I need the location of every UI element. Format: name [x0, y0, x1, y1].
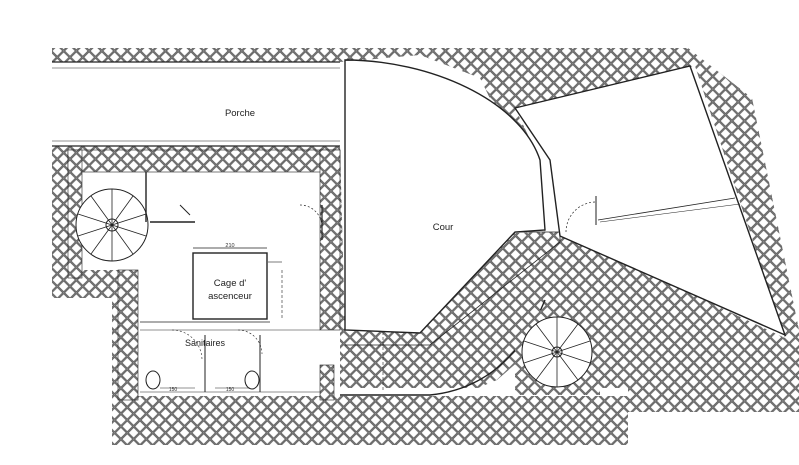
- cour-label: Cour: [433, 222, 454, 233]
- porche-area: [52, 61, 340, 147]
- elevator-cage: [192, 247, 283, 320]
- sanitaires-area: [140, 321, 320, 393]
- masonry-walls: [52, 48, 799, 445]
- cour-outline: [344, 59, 561, 346]
- spiral-stair-left: [75, 172, 195, 262]
- elevator-label-line1: Cage d': [214, 278, 247, 289]
- wc-left-dimension: 150: [169, 387, 178, 393]
- hall-walls: [67, 149, 341, 401]
- right-room: [513, 65, 787, 337]
- porche-label: Porche: [225, 108, 255, 119]
- elevator-label-line2: ascenceur: [208, 291, 252, 302]
- hall-door: [299, 204, 323, 240]
- spiral-stair-right: [515, 310, 600, 395]
- wc-right-dimension: 150: [226, 387, 235, 393]
- sanitaires-label: Sanitaires: [185, 338, 226, 348]
- elevator-dimension: 210: [225, 243, 234, 249]
